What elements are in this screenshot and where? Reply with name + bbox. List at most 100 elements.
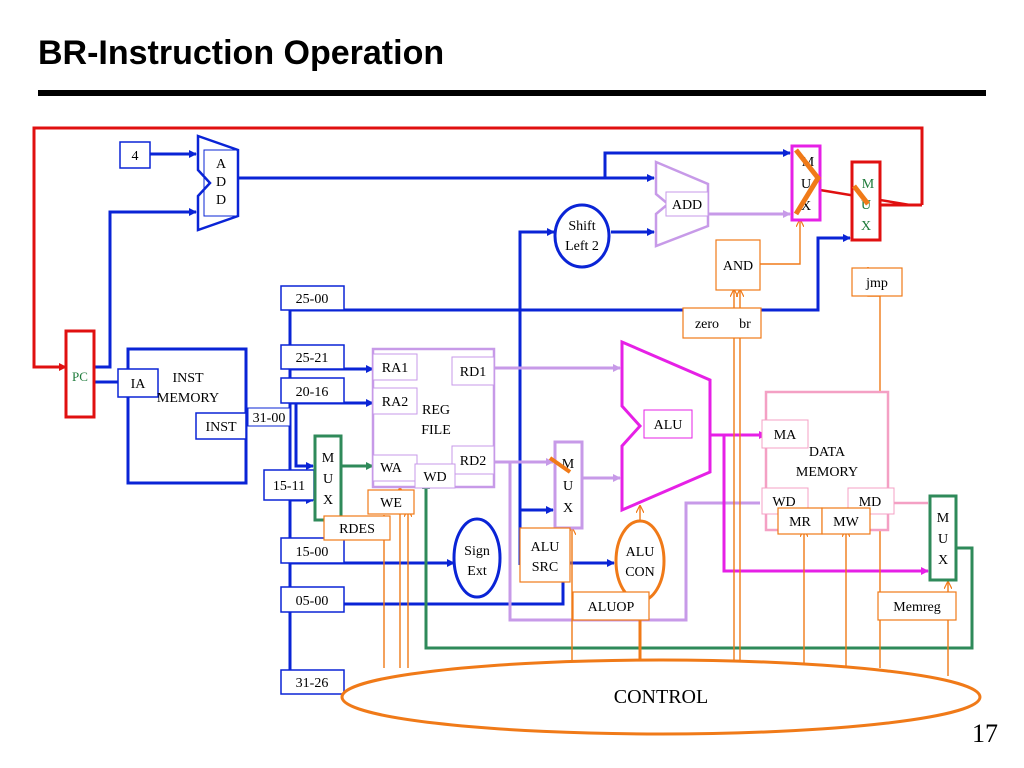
alu-src-box [519, 527, 571, 583]
add1-letter-d2: D [216, 193, 226, 208]
alusrc-mux: M U X [548, 440, 584, 530]
and-gate [715, 239, 761, 291]
and-label: AND [723, 259, 753, 274]
ia-label: IA [131, 377, 147, 392]
wa-label: WA [380, 461, 403, 476]
field-31-26: 31-26 [296, 676, 329, 691]
field-05-00: 05-00 [296, 594, 329, 609]
wb-mux-x: X [938, 553, 948, 568]
mw-label: MW [833, 515, 859, 530]
pc-to-add-wire [94, 208, 197, 369]
and-to-mux [760, 220, 800, 265]
ma-label: MA [774, 428, 797, 443]
const4-label: 4 [132, 149, 139, 164]
field-25-21: 25-21 [296, 351, 329, 366]
reg-file-line2: FILE [421, 423, 451, 438]
field-15-00: 15-00 [296, 545, 329, 560]
inst-memory-line1: INST [172, 371, 204, 386]
pc4-to-mux-wire [603, 149, 791, 178]
ext-to-shift-wire [518, 228, 555, 565]
control-unit: CONTROL [340, 658, 982, 736]
zero-br-box [682, 307, 762, 339]
field-31-00: 31-00 [253, 411, 286, 426]
sign-extend: Sign Ext [452, 517, 502, 599]
jump-mux: M U X [850, 160, 882, 242]
aluop-label: ALUOP [588, 600, 635, 615]
ra2-label: RA2 [382, 395, 408, 410]
mw-box [821, 507, 871, 535]
alu-src-line2: SRC [532, 560, 558, 575]
mem-wd-label: WD [772, 495, 795, 510]
rt-to-mux-wire [294, 403, 314, 470]
jump-mux-m: M [862, 177, 875, 192]
field-15-11: 15-11 [273, 479, 305, 494]
rd2-to-memwd-wire [508, 462, 760, 622]
register-file: RA1 RA2 REG FILE RD1 RD2 WA WD [371, 347, 496, 489]
shift-line2: Left 2 [565, 239, 599, 254]
ra1-label: RA1 [382, 361, 408, 376]
alusrc-mux-u: U [563, 479, 573, 494]
shift-line1: Shift [568, 219, 595, 234]
data-memory-line1: DATA [809, 445, 846, 460]
rd2-label: RD2 [460, 454, 486, 469]
aluop-box [572, 591, 650, 621]
slide-title: BR-Instruction Operation [38, 34, 444, 72]
jump-addr-wire [290, 234, 851, 312]
pc-feedback-wire [32, 126, 924, 371]
mr-label: MR [789, 515, 811, 530]
inst-memory-line2: MEMORY [157, 391, 219, 406]
shift-left-2: Shift Left 2 [553, 203, 611, 269]
jump-mux-select-stroke [852, 184, 870, 206]
inst-label: INST [205, 420, 237, 435]
program-counter: PC [64, 329, 96, 419]
alu-label: ALU [654, 418, 683, 433]
alu: ALU [620, 339, 712, 513]
alu-src-line1: ALU [531, 540, 560, 555]
branch-mux-u: U [801, 177, 811, 192]
branch-mux: M U X [790, 144, 822, 222]
branch-mux-x: X [801, 199, 811, 214]
constant-four: 4 [119, 141, 151, 169]
jmp-label: jmp [865, 276, 888, 291]
title-underline [38, 90, 986, 96]
writeback-wire [422, 481, 974, 650]
regdst-mux-x: X [323, 493, 333, 508]
page-number: 17 [972, 719, 998, 748]
wb-mux-u: U [938, 532, 948, 547]
alu-con-line2: CON [625, 565, 655, 580]
md-label: MD [859, 495, 882, 510]
pc-label: PC [72, 369, 88, 384]
field-labels: 25-00 25-21 20-16 31-00 15-11 15-00 05-0… [247, 285, 345, 695]
jump-mux-x: X [861, 219, 871, 234]
field-20-16: 20-16 [296, 385, 329, 400]
sign-ext-line1: Sign [464, 544, 490, 559]
memreg-box [877, 591, 957, 621]
jmp-box [851, 267, 903, 297]
br-label: br [739, 317, 751, 332]
instruction-memory: IA INST MEMORY INST [117, 347, 248, 485]
branch-adder: ADD [654, 160, 710, 248]
mr-box [777, 507, 823, 535]
reg-wd-label: WD [423, 470, 446, 485]
alusrc-mux-x: X [563, 501, 573, 516]
regdst-mux-m: M [322, 451, 335, 466]
alu-con-line1: ALU [626, 545, 655, 560]
rd1-label: RD1 [460, 365, 486, 380]
sign-ext-line2: Ext [467, 564, 487, 579]
regdst-mux-u: U [323, 472, 333, 487]
writeback-mux: M U X [928, 494, 958, 582]
we-label: WE [380, 496, 402, 511]
pc-adder: A D D [196, 134, 240, 232]
data-memory-line2: MEMORY [796, 465, 858, 480]
rdes-label: RDES [339, 522, 375, 537]
reg-file-line1: REG [422, 403, 450, 418]
field-25-00: 25-00 [296, 292, 329, 307]
regdst-mux: M U X [313, 434, 343, 522]
zero-label: zero [695, 317, 719, 332]
wb-mux-m: M [937, 511, 950, 526]
add2-label: ADD [672, 198, 702, 213]
add1-letter-d1: D [216, 175, 226, 190]
we-box [367, 489, 415, 515]
branch-mux-select-stroke [793, 148, 822, 216]
